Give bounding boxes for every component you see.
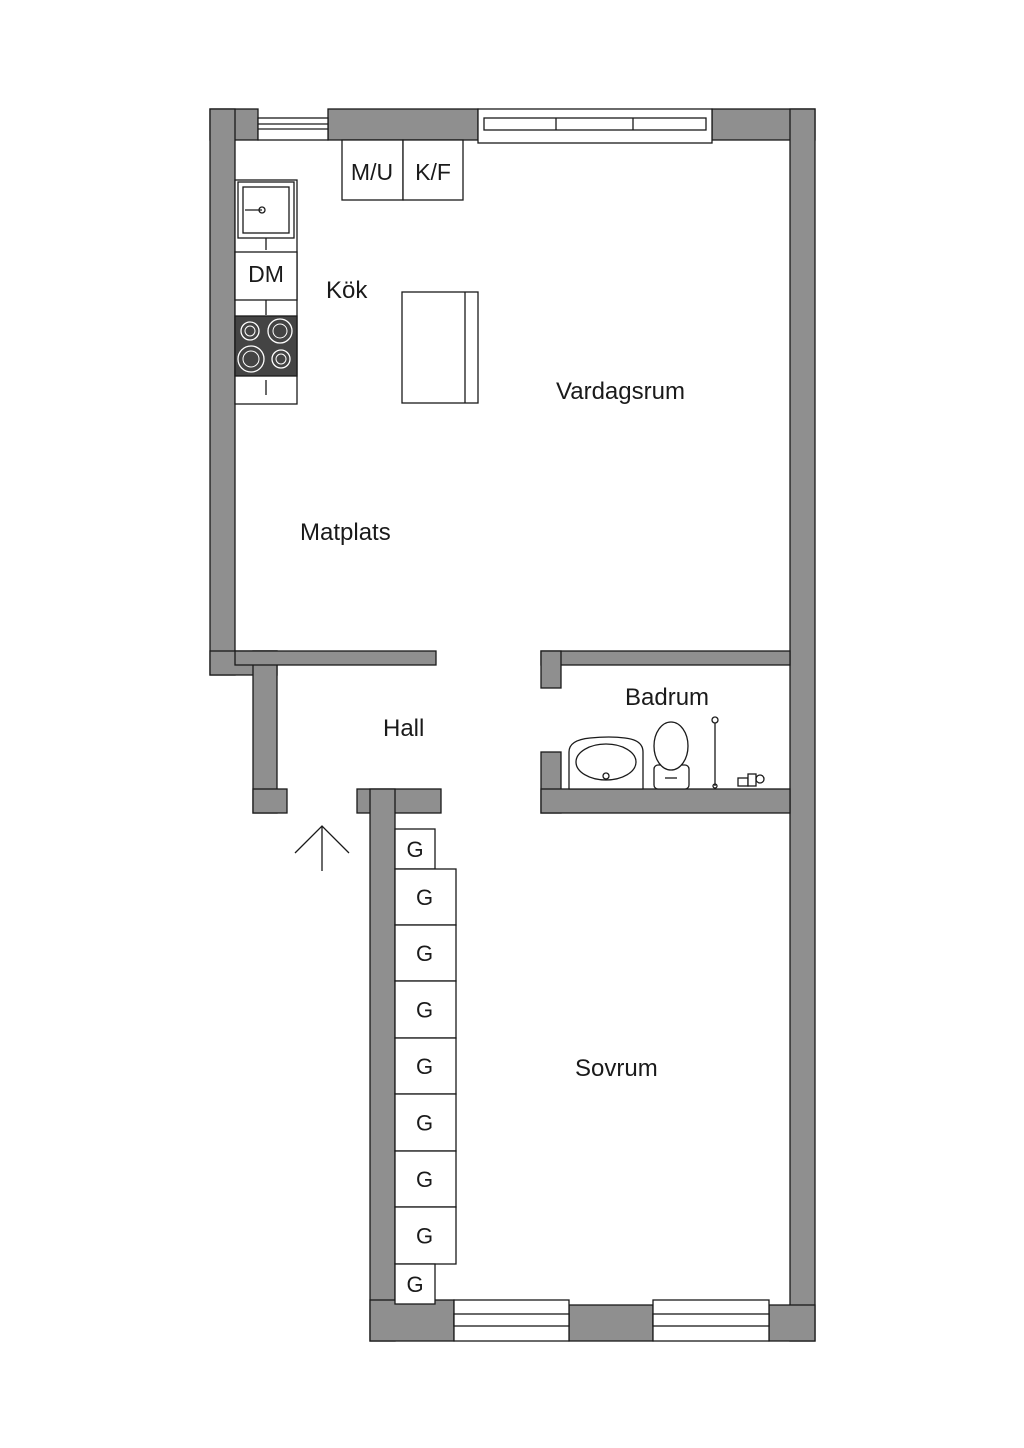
wardrobe-box	[394, 1263, 436, 1305]
wardrobe-label: G	[416, 941, 433, 966]
wall-right	[789, 108, 816, 1342]
window-bottom-left	[453, 1299, 570, 1342]
wardrobe-unit: G	[394, 1037, 457, 1095]
stove-icon	[234, 315, 298, 377]
kitchen-fixtures: M/U K/F DM	[234, 139, 479, 405]
wardrobe-unit: G	[394, 1150, 457, 1208]
room-label-dining: Matplats	[300, 519, 391, 546]
wardrobe-unit: G	[394, 1263, 436, 1305]
window-top-right	[477, 108, 713, 144]
wardrobe-unit: G	[394, 1206, 457, 1265]
wall-hall-left	[252, 650, 278, 814]
wall-bath-bottom	[540, 788, 791, 814]
toilet-icon	[653, 721, 690, 790]
wardrobe-label: G	[416, 1167, 433, 1192]
wall-bath-top-stub	[540, 650, 562, 689]
wall-bottom-left	[369, 1299, 455, 1342]
wardrobe-box	[394, 828, 436, 870]
dishwasher	[234, 251, 298, 301]
wall-bottom-middle	[568, 1304, 654, 1342]
window-top-left	[257, 117, 329, 141]
wall-bottom-right	[768, 1304, 816, 1342]
room-label-bedroom: Sovrum	[575, 1055, 658, 1082]
wardrobe-box	[394, 1150, 457, 1208]
arrow-up-icon	[294, 825, 350, 871]
room-label-hall: Hall	[383, 715, 424, 742]
shower-icon	[711, 716, 719, 789]
wardrobe-label: G	[406, 837, 423, 862]
dishwasher-label: DM	[248, 261, 284, 287]
window-bottom-right	[652, 1299, 770, 1342]
wardrobe-label: G	[416, 1111, 433, 1136]
wardrobe-unit: G	[394, 924, 457, 982]
wall-left-upper	[209, 108, 236, 676]
wardrobe-box	[394, 1037, 457, 1095]
wardrobe-label: G	[406, 1272, 423, 1297]
wardrobe-unit: G	[394, 980, 457, 1039]
fridge-freezer-label: K/F	[415, 159, 451, 185]
wardrobe-label: G	[416, 1224, 433, 1249]
wardrobe-unit: G	[394, 1093, 457, 1152]
wardrobe-label: G	[416, 1054, 433, 1079]
wardrobe-label: G	[416, 885, 433, 910]
room-label-kitchen: Kök	[326, 277, 368, 304]
microwave-label: M/U	[351, 159, 393, 185]
wardrobe-unit: G	[394, 828, 436, 870]
wardrobe-box	[394, 924, 457, 982]
wall-bath-top	[540, 650, 791, 666]
wardrobe-unit: G	[394, 868, 457, 926]
wall-hall-bottom-left	[252, 788, 288, 814]
microwave-cabinet	[341, 139, 404, 201]
wardrobe-box	[394, 868, 457, 926]
windows	[257, 108, 770, 1342]
washbasin-icon	[568, 736, 644, 790]
wall-hall-top	[234, 650, 437, 666]
wall-top-middle	[327, 108, 479, 141]
wardrobe-label: G	[416, 998, 433, 1023]
kitchen-island	[401, 291, 479, 404]
fridge-freezer	[402, 139, 464, 201]
wardrobe-box	[394, 980, 457, 1039]
wall-bedroom-left	[369, 788, 396, 1342]
room-label-bathroom: Badrum	[625, 684, 709, 711]
bathroom-fixtures	[568, 716, 765, 790]
wardrobe-box	[394, 1206, 457, 1265]
sink-icon	[237, 181, 295, 239]
faucet-icon	[737, 773, 765, 787]
walls	[209, 108, 816, 1342]
room-label-living-room: Vardagsrum	[556, 378, 685, 405]
